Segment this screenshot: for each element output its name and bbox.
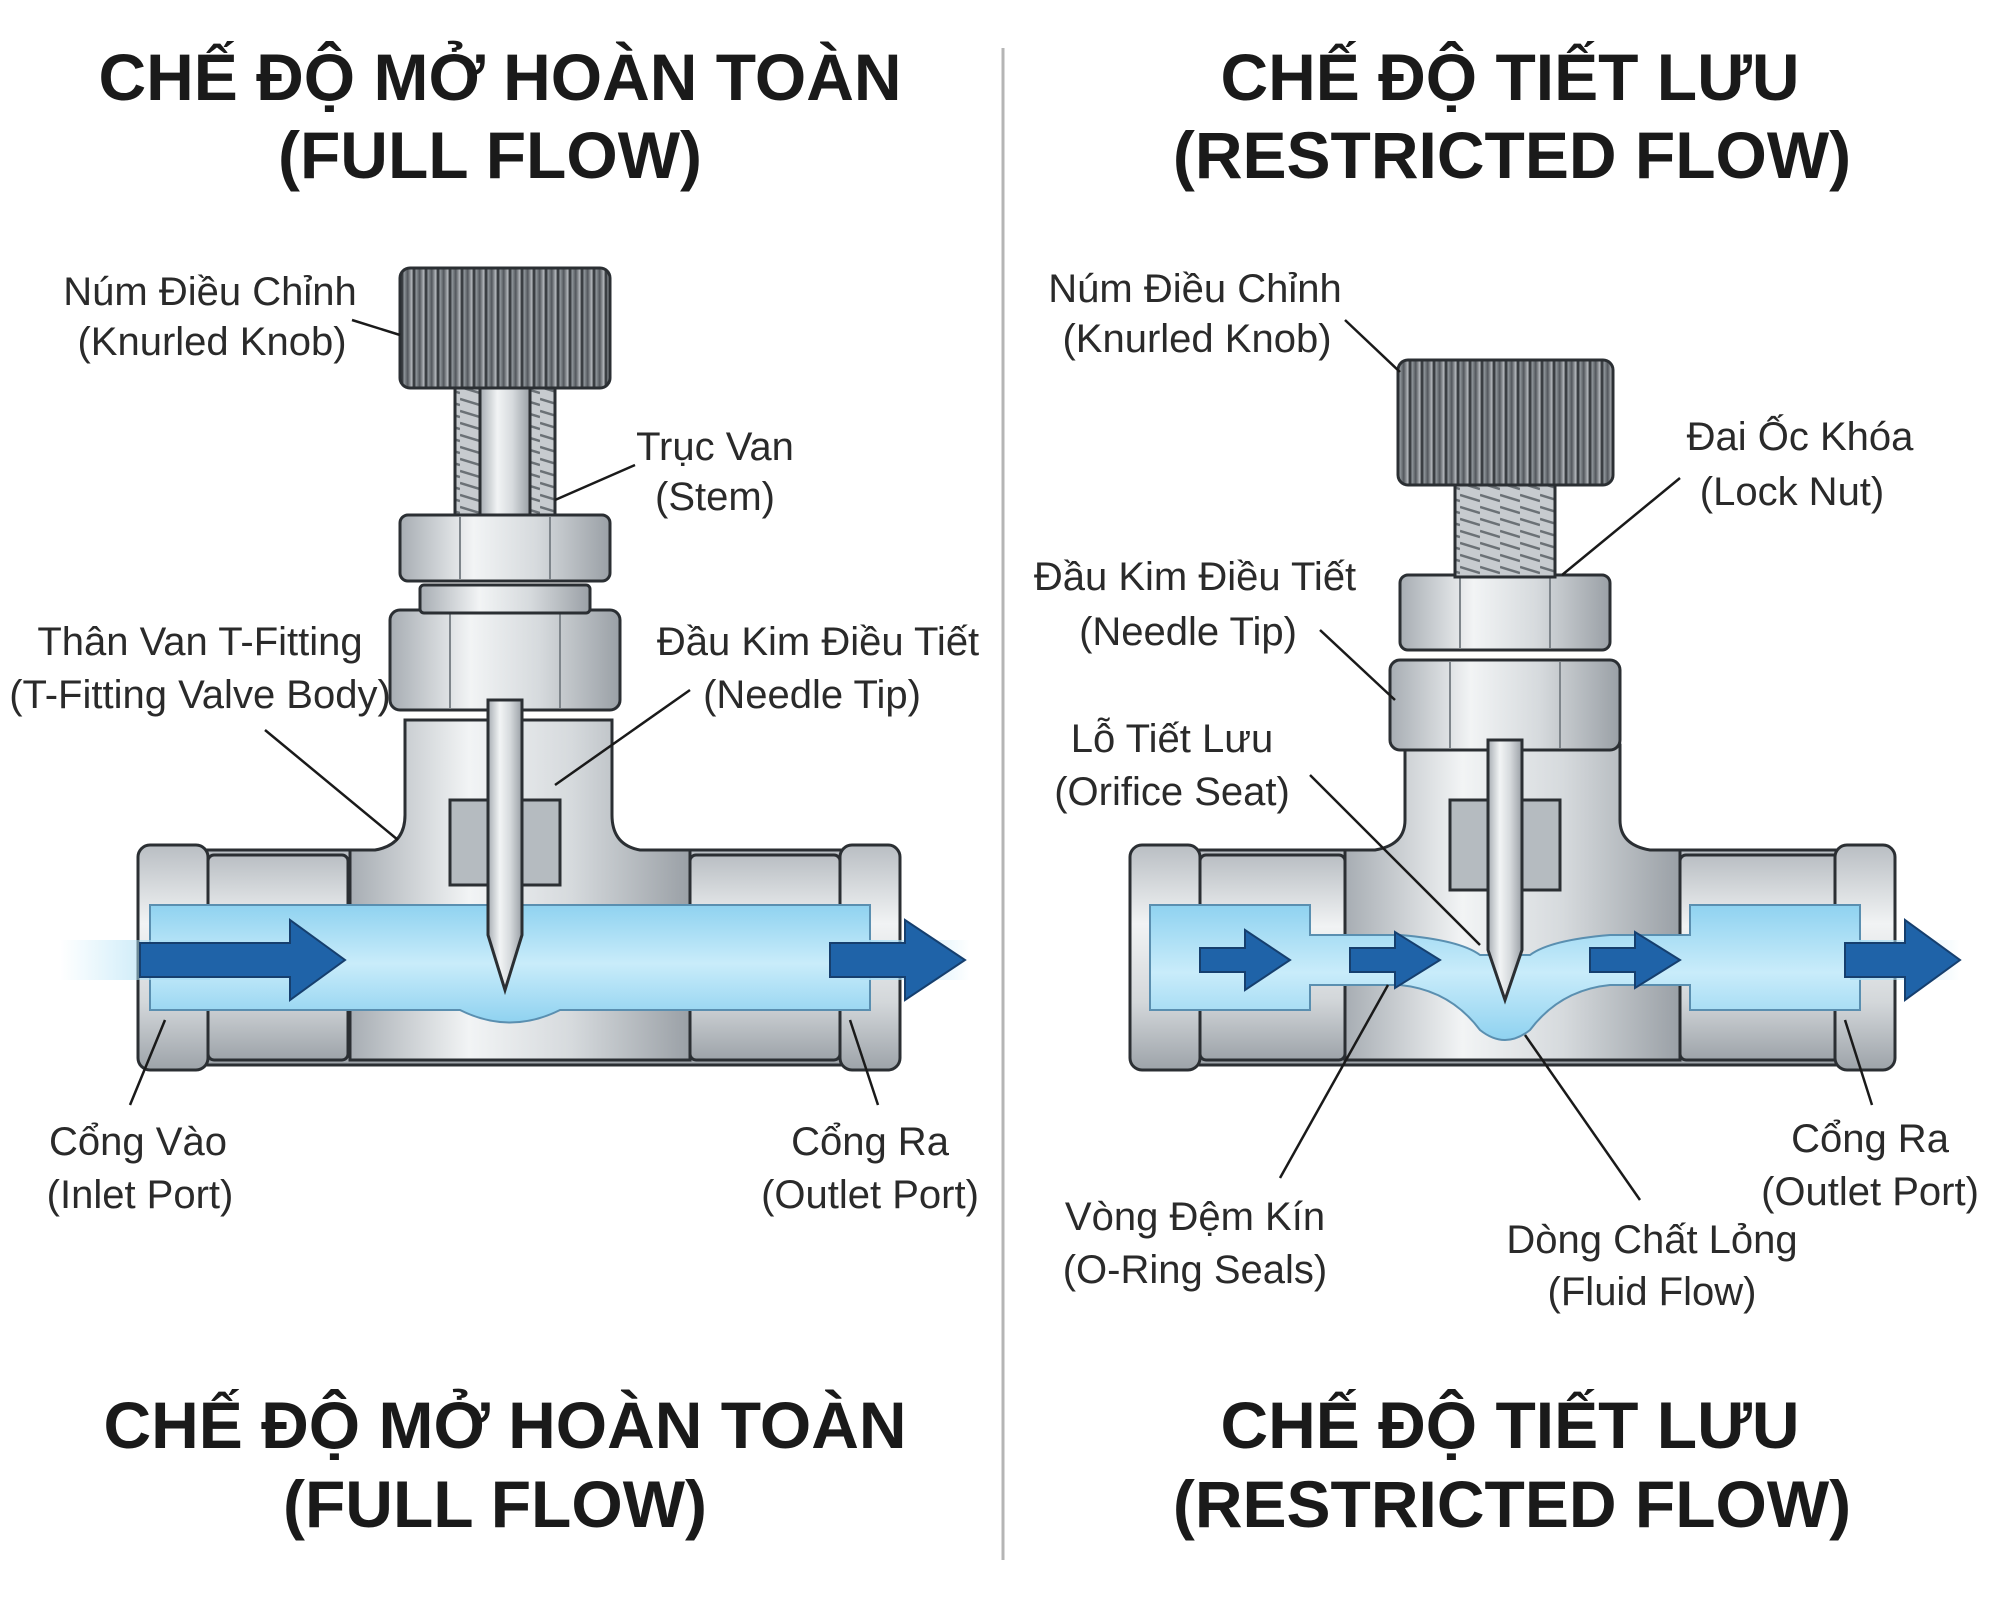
left-title-line1: CHẾ ĐỘ MỞ HOÀN TOÀN [98,40,901,114]
restricted-inlet-arrow-2 [1349,930,1442,990]
left-body-label-vi: Thân Van T-Fitting [37,620,362,664]
right-orifice-label-vi: Lỗ Tiết Lưu [1071,716,1273,761]
left-outlet-label-en: (Outlet Port) [761,1173,979,1217]
right-needle-label-vi: Đầu Kim Điều Tiết [1034,555,1356,599]
restricted-flow-valve-illustration [1128,358,1962,1072]
right-outlet-label-en: (Outlet Port) [1761,1170,1979,1214]
left-needle-label-vi: Đầu Kim Điều Tiết [657,620,979,664]
outlet-flow-arrow [829,918,967,1002]
right-title-line1: CHẾ ĐỘ TIẾT LƯU [1220,40,1799,114]
right-panel: CHẾ ĐỘ TIẾT LƯU (RESTRICTED FLOW) [1034,40,1979,1541]
left-knob-label-en: (Knurled Knob) [77,320,346,364]
left-knob-label-vi: Núm Điều Chỉnh [63,270,356,314]
left-bottom-title-line2: (FULL FLOW) [283,1467,707,1541]
right-knob-label-vi: Núm Điều Chỉnh [1048,267,1341,311]
full-flow-valve-illustration [60,266,970,1072]
right-fluid-label-vi: Dòng Chất Lỏng [1506,1218,1797,1262]
restricted-outlet-arrow-2 [1844,918,1962,1002]
right-locknut-label-en: (Lock Nut) [1700,470,1885,514]
right-orifice-label-en: (Orifice Seat) [1054,770,1290,814]
left-inlet-label-vi: Cổng Vào [49,1120,227,1164]
right-bottom-title-line2: (RESTRICTED FLOW) [1173,1467,1851,1541]
restricted-inlet-arrow-1 [1199,928,1292,992]
right-needle-label-en: (Needle Tip) [1079,610,1297,654]
inlet-flow-arrow [139,918,347,1002]
right-outlet-label-vi: Cổng Ra [1791,1117,1950,1161]
left-outlet-label-vi: Cổng Ra [791,1120,950,1164]
restricted-outlet-arrow-1 [1589,930,1682,990]
left-title-line2: (FULL FLOW) [278,118,702,192]
left-panel: CHẾ ĐỘ MỞ HOÀN TOÀN (FULL FLOW) [9,40,979,1541]
left-needle-label-en: (Needle Tip) [703,673,921,717]
left-body-label-en: (T-Fitting Valve Body) [9,673,391,717]
left-stem-label-en: (Stem) [655,475,775,519]
left-bottom-title-line1: CHẾ ĐỘ MỞ HOÀN TOÀN [103,1388,906,1462]
left-inlet-label-en: (Inlet Port) [47,1173,234,1217]
right-knob-label-en: (Knurled Knob) [1062,317,1331,361]
left-stem-label-vi: Trục Van [636,425,794,469]
right-locknut-label-vi: Đai Ốc Khóa [1687,413,1915,459]
right-fluid-label-en: (Fluid Flow) [1548,1270,1757,1314]
right-title-line2: (RESTRICTED FLOW) [1173,118,1851,192]
right-oring-label-en: (O-Ring Seals) [1063,1248,1328,1292]
right-oring-label-vi: Vòng Đệm Kín [1065,1195,1325,1239]
right-bottom-title-line1: CHẾ ĐỘ TIẾT LƯU [1220,1388,1799,1462]
